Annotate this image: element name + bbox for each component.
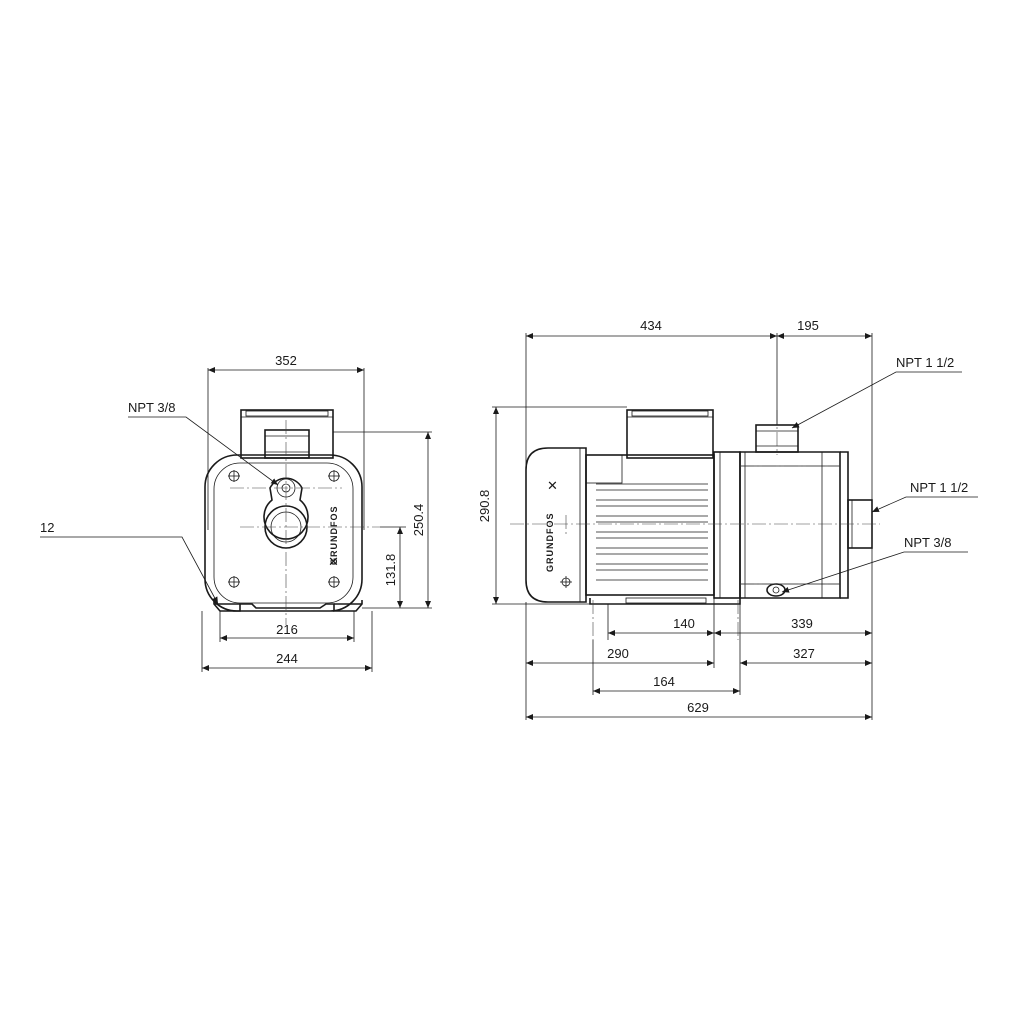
pump-housing-front [204, 454, 363, 612]
dim-height-total: 250.4 [411, 504, 426, 537]
dim-foot-inner: 216 [276, 622, 298, 637]
pump-base-side [589, 598, 741, 605]
brand-logo-side: GRUNDFOS [545, 513, 555, 573]
dim-length-motor: 434 [640, 318, 662, 333]
label-inlet-port: NPT 1 1/2 [910, 480, 968, 495]
dim-foot-to-flange: 140 [673, 616, 695, 631]
dim-height-side: 290.8 [477, 490, 492, 523]
motor-body [585, 454, 715, 596]
motor-end-cap [525, 447, 587, 603]
terminal-box-side [626, 409, 714, 459]
dim-length-total: 629 [687, 700, 709, 715]
front-view: GRUNDFOS ✕ 352 250.4 131.8 216 244 [40, 353, 432, 672]
label-drain-port-front: NPT 3/8 [128, 400, 175, 415]
grundfos-x-icon: ✕ [328, 554, 339, 569]
brand-logo-front: GRUNDFOS [329, 506, 339, 566]
label-drain-port-side: NPT 3/8 [904, 535, 951, 550]
dim-foot-outer: 244 [276, 651, 298, 666]
bolt-icon [228, 470, 340, 588]
pump-chamber [739, 451, 841, 599]
cooling-fins [596, 483, 708, 581]
label-outlet-port: NPT 1 1/2 [896, 355, 954, 370]
dim-flange-to-end: 339 [791, 616, 813, 631]
outlet-fitting [264, 429, 310, 459]
grundfos-x-icon: ✕ [547, 478, 558, 493]
dim-height-axis: 131.8 [383, 554, 398, 587]
dim-motor-to-foot: 290 [607, 646, 629, 661]
end-cover [840, 451, 849, 599]
dim-foot-spacing: 164 [653, 674, 675, 689]
dim-foot-thickness: 12 [40, 520, 54, 535]
dim-length-pump: 195 [797, 318, 819, 333]
dim-foot-to-end: 327 [793, 646, 815, 661]
motor-flange [713, 451, 741, 599]
side-view: GRUNDFOS ✕ [477, 318, 978, 720]
drain-plug [766, 583, 786, 597]
pump-base-front [213, 600, 363, 612]
dim-width-top: 352 [275, 353, 297, 368]
